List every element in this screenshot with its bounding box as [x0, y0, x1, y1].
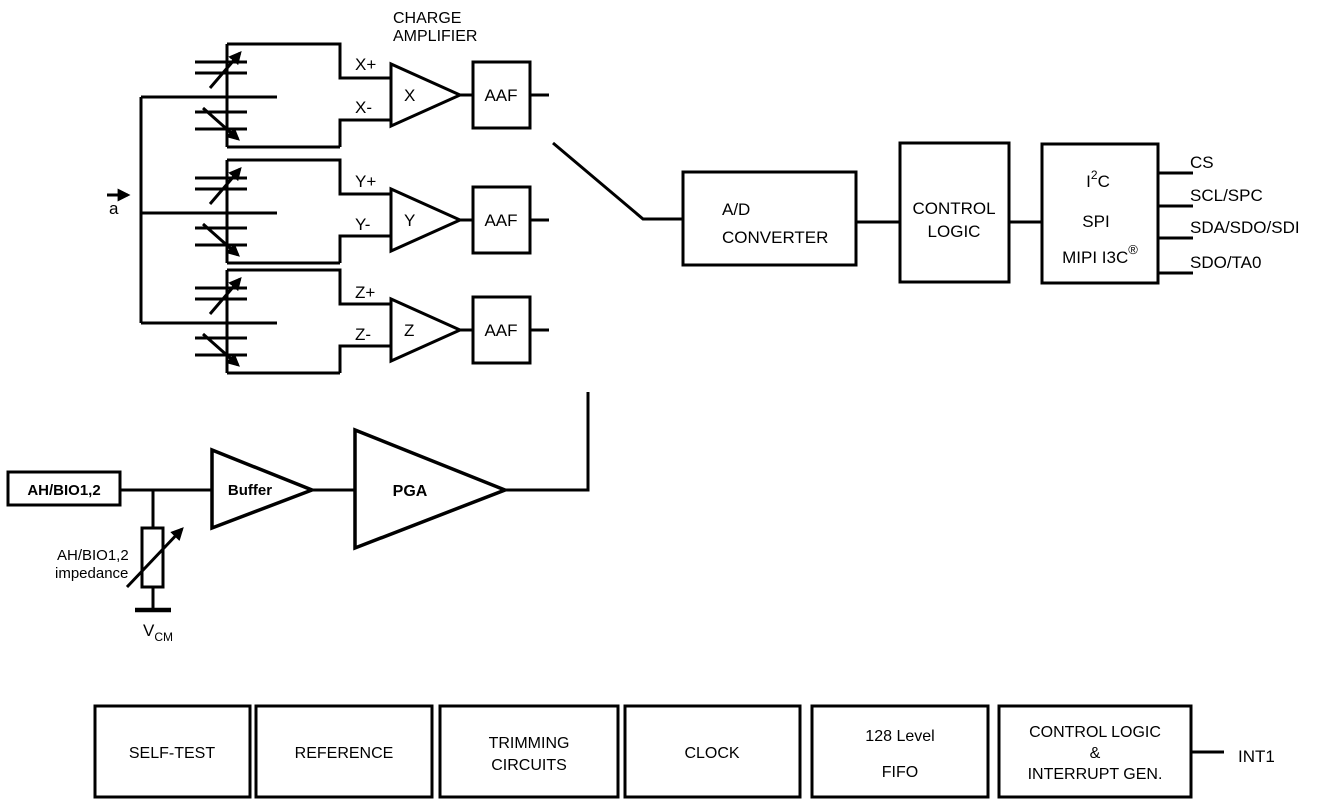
interrupt-gen-box: [997, 704, 1193, 799]
interface-spi-label: SPI: [1082, 212, 1109, 231]
charge-amplifier-y-label: Y: [404, 211, 415, 230]
pin-label-scl-spc: SCL/SPC: [1190, 186, 1263, 205]
charge-amplifier-x-label: X: [404, 86, 415, 105]
control-logic-label-line2: LOGIC: [928, 222, 981, 241]
clock-label: CLOCK: [684, 745, 739, 762]
interface-pin-wires: [1158, 171, 1193, 275]
self-test-box: [93, 704, 252, 799]
impedance-label-line1: AH/BIO1,2: [57, 547, 129, 564]
signal-label-y-minus: Y-: [355, 215, 370, 234]
aaf-label-y: AAF: [484, 211, 517, 230]
trimming-label-line2: CIRCUITS: [491, 757, 567, 774]
sensing-element-z: [141, 270, 391, 373]
self-test-label: SELF-TEST: [129, 745, 215, 762]
pin-label-sdo-ta0: SDO/TA0: [1190, 253, 1261, 272]
charge-amplifier-y: [389, 186, 464, 254]
signal-label-y-plus: Y+: [355, 172, 376, 191]
mux-switch-wire: [552, 141, 683, 221]
fifo-box: [810, 704, 990, 799]
aaf-label-x: AAF: [484, 86, 517, 105]
signal-label-z-minus: Z-: [355, 325, 371, 344]
fifo-label-line1: 128 Level: [865, 728, 934, 745]
interrupt-gen-label-line1: CONTROL LOGIC: [1029, 724, 1161, 741]
adc-label-line2: CONVERTER: [722, 228, 828, 247]
vcm-label: VCM: [143, 621, 173, 644]
adc-box: [681, 170, 858, 267]
aaf-box-x: [471, 60, 532, 130]
reference-box: [254, 704, 434, 799]
interrupt-gen-label-line3: INTERRUPT GEN.: [1028, 766, 1163, 783]
ah-bio-input-label: AH/BIO1,2: [27, 482, 100, 499]
trimming-label-line1: TRIMMING: [489, 735, 570, 752]
buffer-label: Buffer: [228, 482, 272, 499]
charge-amplifier-title-line1: CHARGE: [393, 10, 461, 27]
fifo-label-line2: FIFO: [882, 764, 918, 781]
aaf-label-z: AAF: [484, 321, 517, 340]
signal-label-x-plus: X+: [355, 55, 376, 74]
signal-label-x-minus: X-: [355, 98, 372, 117]
control-logic-label-line1: CONTROL: [912, 199, 995, 218]
interface-mipi-label: MIPI I3C®: [1062, 242, 1138, 267]
aaf-box-z: [471, 295, 532, 365]
interrupt-gen-label-line2: &: [1090, 745, 1101, 762]
pin-label-sda-sdo-sdi: SDA/SDO/SDI: [1190, 218, 1300, 237]
aaf-box-y: [471, 185, 532, 255]
sensing-element-x: [141, 44, 391, 147]
pga-amplifier: [353, 427, 510, 551]
sensing-element-y: [141, 160, 391, 263]
acceleration-label: a: [109, 199, 119, 218]
interface-i2c-label: I2C: [1086, 168, 1110, 191]
int1-label: INT1: [1238, 747, 1275, 766]
clock-box: [623, 704, 802, 799]
variable-impedance-resistor: [140, 526, 165, 589]
charge-amplifier-title-line2: AMPLIFIER: [393, 28, 477, 45]
reference-label: REFERENCE: [295, 745, 394, 762]
buffer-amplifier: [210, 447, 317, 531]
trimming-circuits-box: [438, 704, 620, 799]
control-logic-box: [898, 141, 1011, 284]
pin-label-cs: CS: [1190, 153, 1214, 172]
variable-impedance-arrow-icon: [125, 527, 184, 589]
charge-amplifier-z: [389, 296, 464, 364]
charge-amplifier-z-label: Z: [404, 321, 414, 340]
interface-box: [1040, 142, 1160, 285]
charge-amplifier-x: [389, 61, 464, 129]
pga-label: PGA: [393, 483, 428, 500]
wire-pga-output: [505, 392, 590, 492]
adc-label-line1: A/D: [722, 200, 750, 219]
signal-label-z-plus: Z+: [355, 283, 375, 302]
impedance-label-line2: impedance: [55, 565, 128, 582]
